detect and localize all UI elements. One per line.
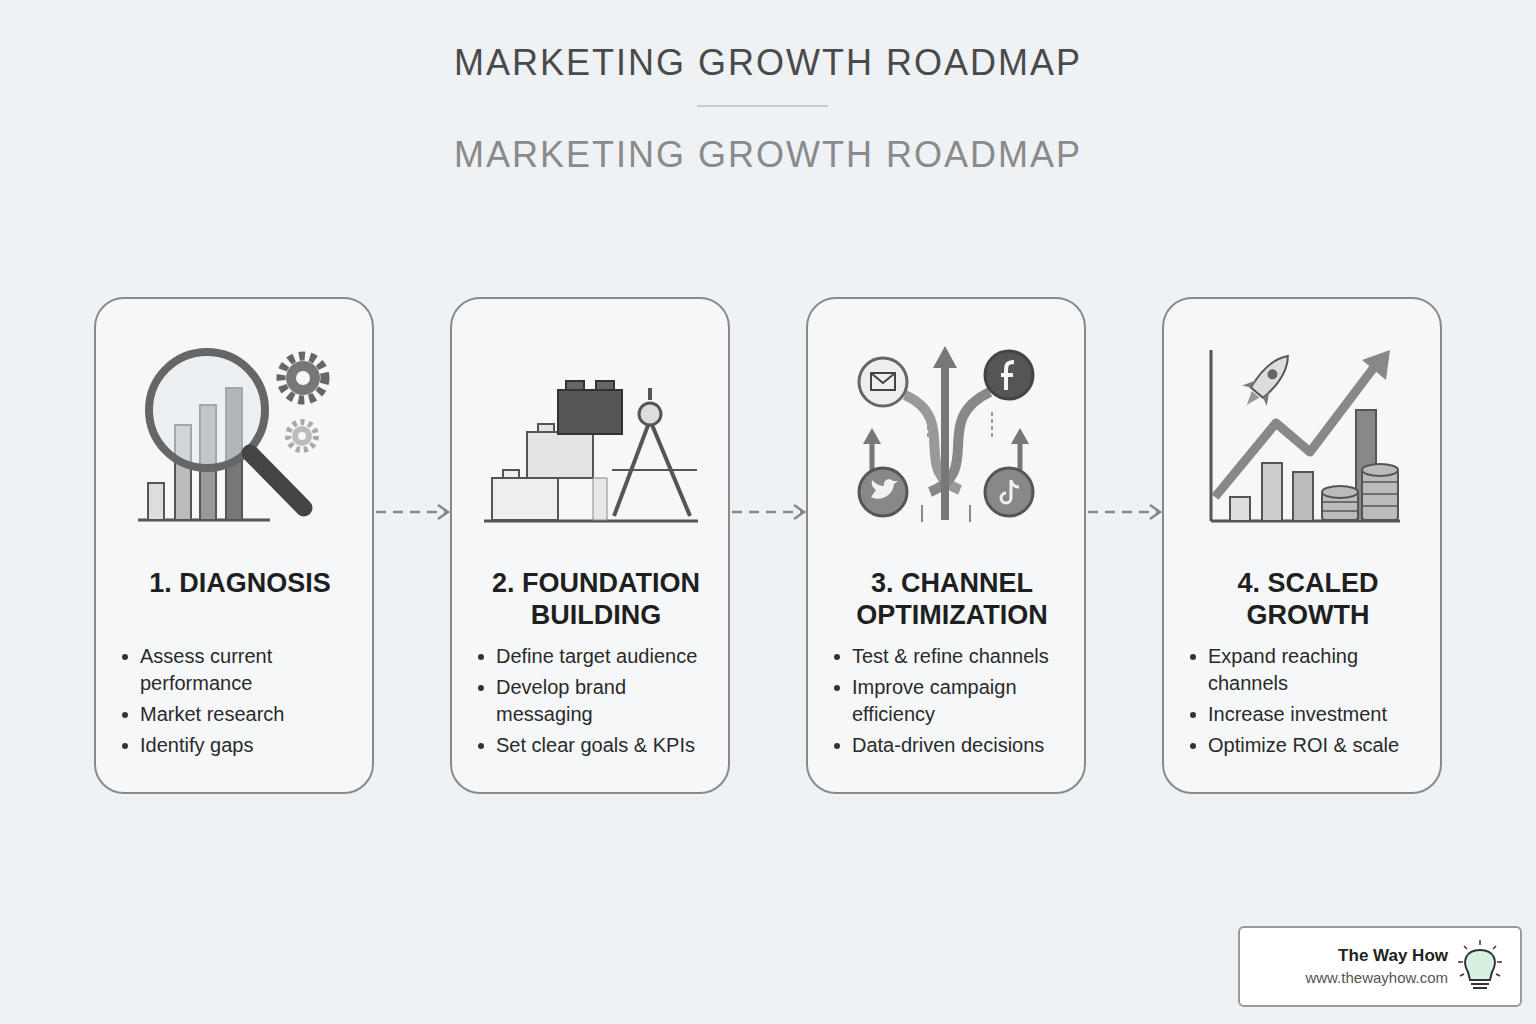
bullet-item: Test & refine channels: [832, 643, 1066, 670]
brand-name: The Way How: [1338, 945, 1448, 967]
process-box: 2. FOUNDATION BUILDINGDefine target audi…: [450, 297, 730, 794]
bullet-item: Assess current performance: [120, 643, 354, 697]
dashed-arrow: [376, 511, 448, 514]
step-heading: 4. SCALED GROWTH: [1188, 567, 1428, 643]
step-heading: 2. FOUNDATION BUILDING: [476, 567, 716, 643]
bullet-item: Optimize ROI & scale: [1188, 732, 1422, 759]
subtitle: MARKETING GROWTH ROADMAP: [0, 134, 1536, 176]
bullet-item: Data-driven decisions: [832, 732, 1066, 759]
bullet-item: Develop brand messaging: [476, 674, 710, 728]
logo-box: The Way Howwww.thewayhow.com: [1238, 926, 1522, 1007]
bullet-item: Define target audience: [476, 643, 710, 670]
dashed-arrow: [1088, 511, 1160, 514]
bullet-item: Market research: [120, 701, 354, 728]
bullet-item: Set clear goals & KPIs: [476, 732, 710, 759]
step-heading: 1. DIAGNOSIS: [120, 567, 360, 643]
process-box: 3. CHANNEL OPTIMIZATIONTest & refine cha…: [806, 297, 1086, 794]
divider-line: [697, 105, 828, 107]
process-box: 1. DIAGNOSISAssess current performanceMa…: [94, 297, 374, 794]
dashed-arrow: [732, 511, 804, 514]
step-heading: 3. CHANNEL OPTIMIZATION: [832, 567, 1072, 643]
bullet-item: Increase investment: [1188, 701, 1422, 728]
title: MARKETING GROWTH ROADMAP: [0, 42, 1536, 84]
process-box: 4. SCALED GROWTHExpand reaching channels…: [1162, 297, 1442, 794]
bullet-item: Improve campaign efficiency: [832, 674, 1066, 728]
brand-url: www.thewayhow.com: [1305, 967, 1448, 989]
bullet-item: Identify gaps: [120, 732, 354, 759]
bullet-item: Expand reaching channels: [1188, 643, 1422, 697]
